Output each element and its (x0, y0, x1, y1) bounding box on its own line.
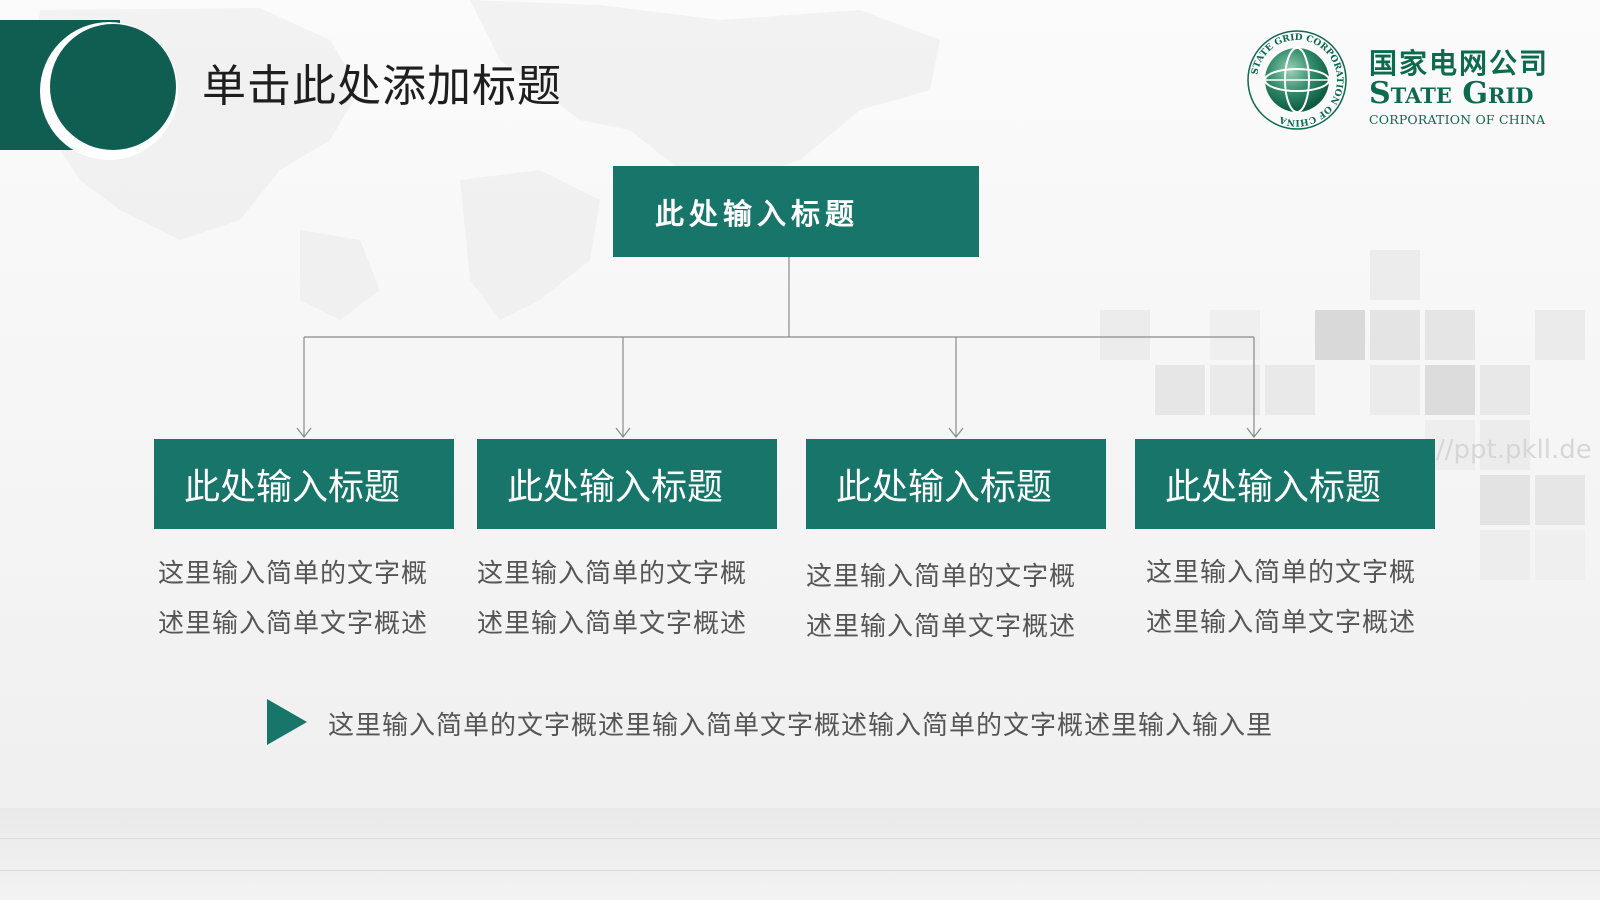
child-node-2: 此处输入标题 (477, 439, 777, 529)
logo-chinese-name: 国家电网公司 (1369, 47, 1550, 80)
child-desc-3-line1: 这里输入简单的文字概 (806, 562, 1077, 592)
logo-english-name: State Grid (1369, 76, 1534, 111)
child-node-3: 此处输入标题 (806, 439, 1106, 529)
logo-subtitle: CORPORATION OF CHINA (1369, 112, 1546, 127)
child-desc-2-line1: 这里输入简单的文字概 (477, 559, 748, 589)
child-desc-3-line2: 述里输入简单文字概述 (806, 612, 1077, 642)
child-desc-4-line1: 这里输入简单的文字概 (1146, 558, 1417, 588)
footer-description: 这里输入简单的文字概述里输入简单文字概述输入简单的文字概述里输入输入里 (328, 711, 1274, 741)
child-desc-1: 这里输入简单的文字概 述里输入简单文字概述 (158, 549, 458, 649)
child-desc-1-line1: 这里输入简单的文字概 (158, 559, 429, 589)
child-node-4: 此处输入标题 (1135, 439, 1435, 529)
play-triangle-icon (267, 699, 307, 745)
watermark-text: //ppt.pkll.de (1436, 435, 1592, 465)
child-desc-2: 这里输入简单的文字概 述里输入简单文字概述 (477, 549, 777, 649)
header-circle (50, 24, 176, 150)
floor-background (0, 808, 1600, 900)
child-node-1: 此处输入标题 (154, 439, 454, 529)
child-desc-2-line2: 述里输入简单文字概述 (477, 609, 748, 639)
globe-icon: STATE GRID CORPORATION OF CHINA (1247, 30, 1347, 130)
child-desc-1-line2: 述里输入简单文字概述 (158, 609, 429, 639)
root-node: 此处输入标题 (613, 166, 979, 257)
decorative-squares (1100, 250, 1600, 600)
state-grid-logo: STATE GRID CORPORATION OF CHINA 国家电网公司 S… (1245, 28, 1585, 138)
page-title: 单击此处添加标题 (202, 61, 562, 112)
child-desc-4: 这里输入简单的文字概 述里输入简单文字概述 (1146, 548, 1446, 648)
child-desc-4-line2: 述里输入简单文字概述 (1146, 608, 1417, 638)
child-desc-3: 这里输入简单的文字概 述里输入简单文字概述 (806, 552, 1106, 652)
